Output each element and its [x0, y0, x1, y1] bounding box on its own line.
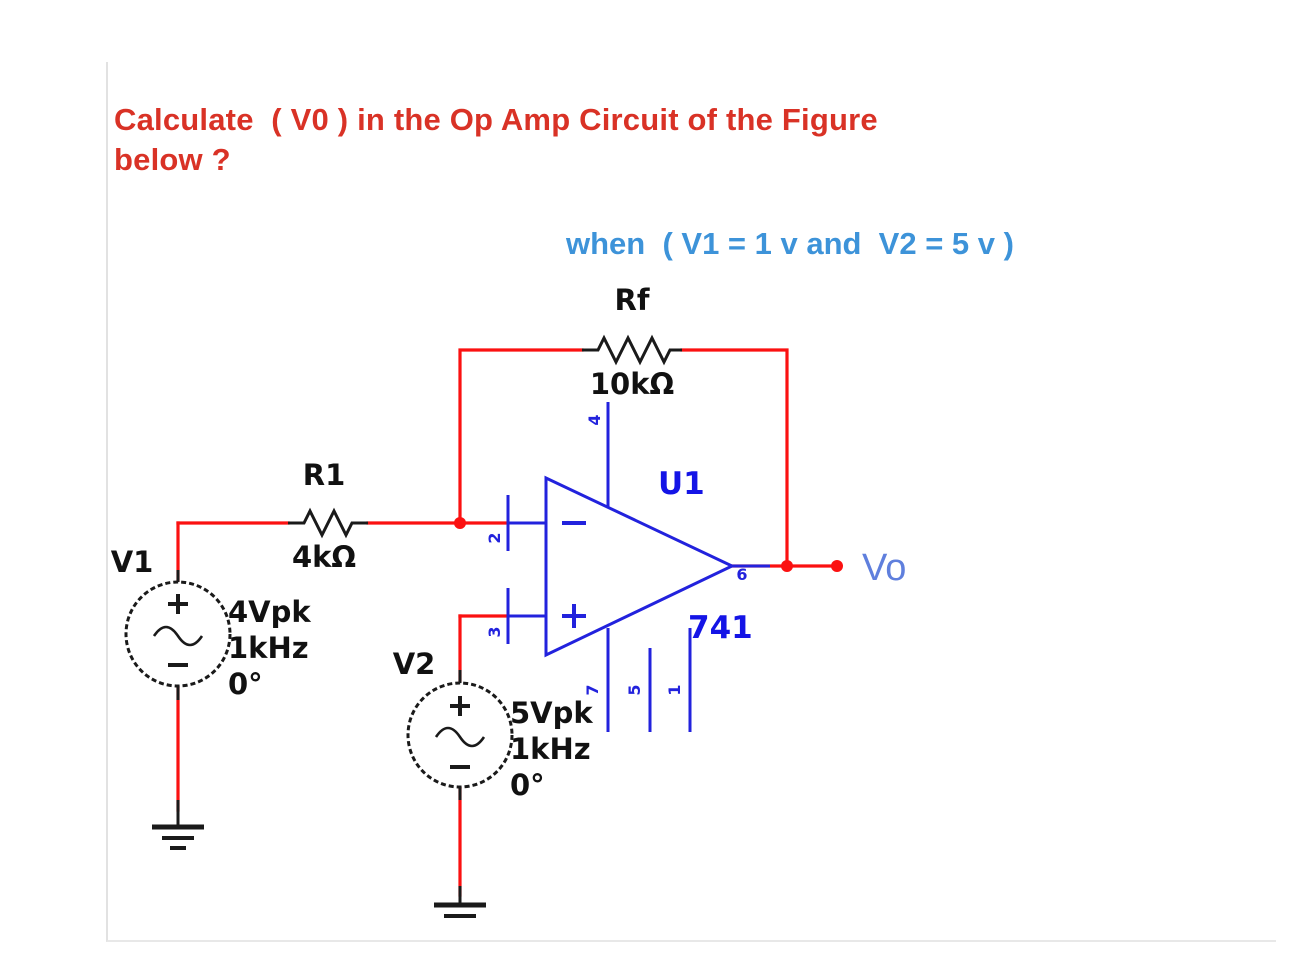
source-v1: V1 4Vpk 1kHz 0°: [111, 545, 311, 850]
source-v1-phase: 0°: [228, 667, 263, 701]
opamp-noninverting-symbol: [562, 604, 586, 628]
opamp-pin5-number: 5: [625, 684, 644, 695]
ground-symbol-v2: [434, 886, 486, 918]
condition-text: when ( V1 = 1 v and V2 = 5 v ): [566, 226, 1014, 261]
question-line-1: Calculate ( V0 ) in the Op Amp Circuit o…: [114, 102, 878, 137]
junction-inverting-node: [454, 517, 466, 529]
source-v1-frequency: 1kHz: [228, 631, 309, 665]
resistor-rf: Rf 10kΩ: [582, 283, 682, 401]
opamp-triangle-body: [544, 475, 736, 658]
opamp-u1: 2 3 4 6 7 5 1 U1 741: [485, 402, 770, 732]
opamp-part-number: 741: [688, 610, 753, 646]
source-v2-amplitude: 5Vpk: [510, 696, 593, 730]
wire-feedback-right: [680, 348, 789, 568]
ground-symbol-v1: [152, 800, 204, 850]
source-v1-sine-icon: [152, 625, 204, 647]
wire-feedback-left: [458, 348, 584, 525]
terminal-vo: [831, 560, 843, 572]
opamp-pin4-number: 4: [585, 414, 604, 425]
opamp-pin6-number: 6: [736, 565, 747, 584]
wire-network-red: [176, 348, 839, 897]
question-text-block: Calculate ( V0 ) in the Op Amp Circuit o…: [114, 100, 1124, 180]
source-v2-frequency: 1kHz: [510, 732, 591, 766]
circuit-schematic-svg: Rf 10kΩ R1 4kΩ: [111, 283, 906, 918]
source-v2-plus-icon: [450, 696, 470, 716]
resistor-r1-zigzag: [288, 507, 368, 539]
source-v1-designator: V1: [111, 545, 154, 579]
resistor-rf-designator: Rf: [615, 283, 650, 317]
circuit-diagram: Rf 10kΩ R1 4kΩ: [110, 280, 930, 920]
opamp-pin7-number: 7: [583, 684, 602, 695]
opamp-pin1-number: 1: [665, 684, 684, 695]
source-v2-sine-icon: [434, 726, 486, 748]
source-v2-phase: 0°: [510, 768, 545, 802]
opamp-pin3-number: 3: [485, 626, 504, 637]
opamp-designator: U1: [658, 466, 705, 502]
junction-dots: [454, 517, 843, 572]
junction-output-node: [781, 560, 793, 572]
content-frame: [106, 62, 1276, 942]
resistor-r1: R1 4kΩ: [288, 458, 368, 574]
resistor-r1-value: 4kΩ: [292, 540, 356, 574]
source-v1-amplitude: 4Vpk: [228, 595, 311, 629]
resistor-rf-zigzag: [582, 334, 682, 366]
output-voltage-label: Vo: [862, 547, 906, 589]
source-v2: V2 5Vpk 1kHz 0°: [393, 647, 593, 918]
source-v1-plus-icon: [168, 594, 188, 614]
resistor-r1-designator: R1: [303, 458, 346, 492]
resistor-rf-value: 10kΩ: [590, 367, 674, 401]
source-v2-designator: V2: [393, 647, 436, 681]
opamp-pin2-number: 2: [485, 532, 504, 543]
question-line-2: below ?: [114, 142, 231, 177]
